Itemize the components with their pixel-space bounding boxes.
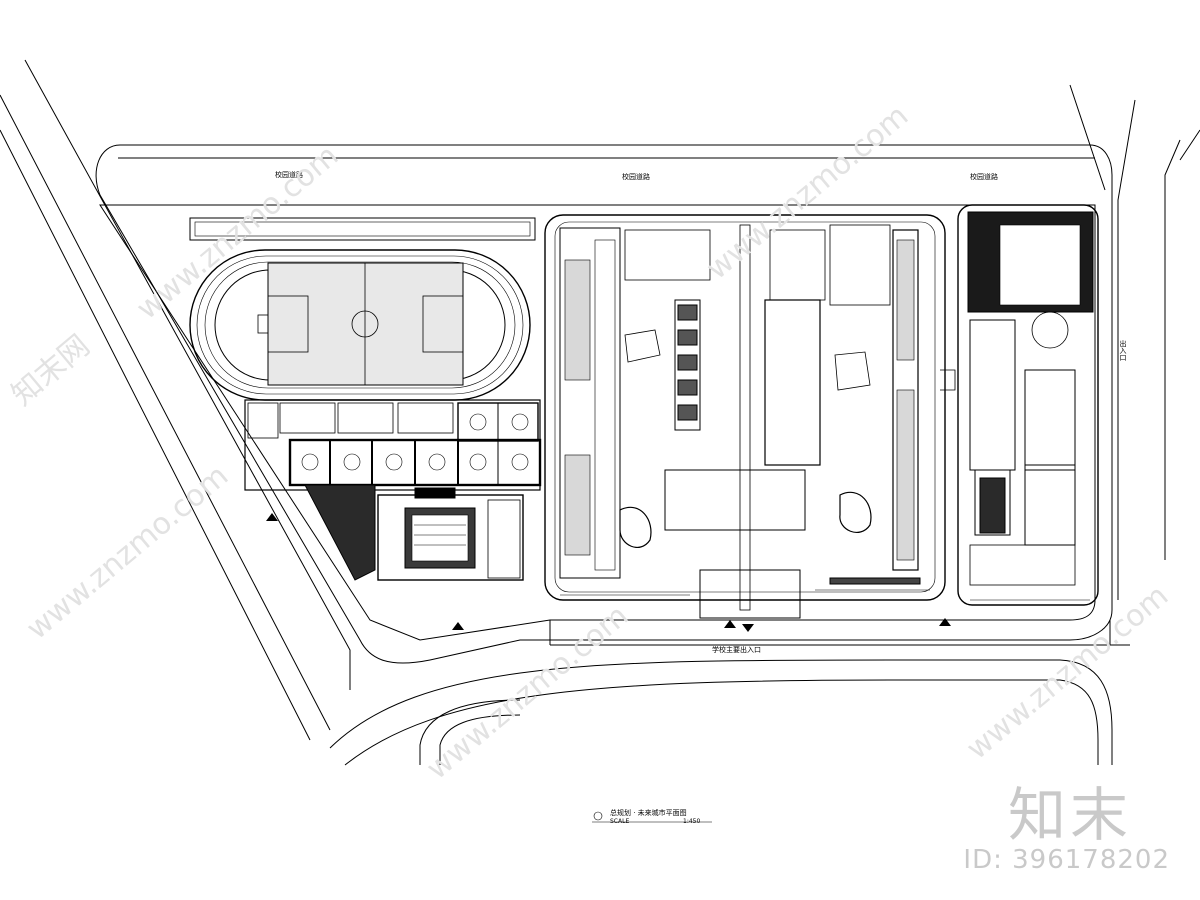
scale-word: SCALE <box>610 818 630 825</box>
right-vertical-road <box>1069 84 1200 600</box>
watermark-logo: 知末 <box>1007 781 1132 849</box>
road-label-top-mid: 校园道路 <box>622 173 650 181</box>
entrance-plaza-line <box>549 620 1130 646</box>
watermark-id: ID: 396178202 <box>963 845 1170 875</box>
title-symbol <box>592 811 712 823</box>
sports-courts <box>244 399 542 491</box>
gymnasium <box>304 484 524 581</box>
central-complex <box>544 214 946 619</box>
right-complex <box>940 204 1099 606</box>
bottom-inner-road <box>419 699 521 765</box>
scale-value: 1:450 <box>683 818 701 825</box>
site-outer-boundary <box>95 144 1113 664</box>
entrance-arrows <box>266 513 951 632</box>
side-entrance-label: 出入口 <box>1119 340 1127 361</box>
road-label-top-left: 校园道路 <box>275 171 303 179</box>
road-label-top-right: 校园道路 <box>970 173 998 181</box>
entrance-label: 学校主要出入口 <box>712 646 761 654</box>
drawing-title: 总规划 · 未来城市平面图 <box>610 809 687 817</box>
bottom-curved-road <box>329 659 1113 766</box>
